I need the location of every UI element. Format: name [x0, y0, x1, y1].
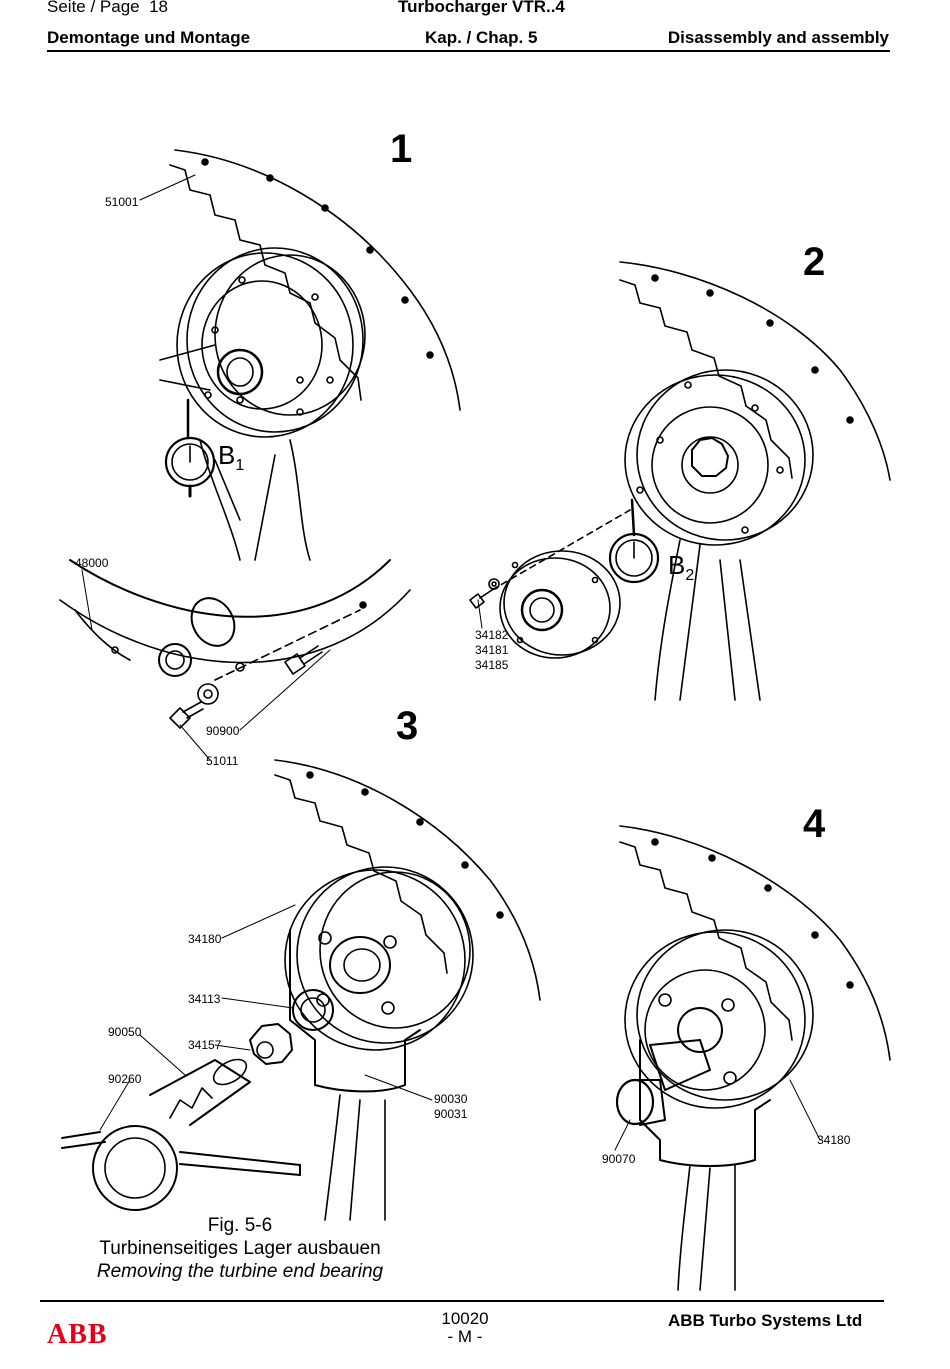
header-rule: [47, 50, 890, 52]
footer-rule: [40, 1300, 884, 1302]
part-label: 34181: [475, 643, 509, 657]
part-label: 34180: [817, 1133, 851, 1147]
part-label: 51001: [105, 195, 139, 209]
caption-german: Turbinenseitiges Lager ausbauen: [99, 1238, 381, 1259]
panel-4-drawing: [615, 825, 891, 1291]
step-number-1: 1: [390, 127, 413, 171]
revision-label: - M -: [447, 1327, 483, 1346]
figure-number: Fig. 5-6: [207, 1215, 273, 1236]
part-label: 90260: [108, 1072, 142, 1086]
part-label: 34185: [475, 658, 509, 672]
gauge-letter: B: [668, 550, 686, 580]
part-label: 90070: [602, 1152, 636, 1166]
step-number-2: 2: [803, 240, 826, 284]
part-label: 90030: [434, 1092, 468, 1106]
document-title: Turbocharger VTR..4: [398, 0, 565, 16]
gauge-subscript: 1: [235, 457, 245, 475]
gauge-label-b1: B1: [218, 440, 244, 475]
part-label: 34182: [475, 628, 509, 642]
panel-2-drawing: [469, 261, 891, 701]
abb-logo: ABB: [47, 1319, 108, 1350]
caption-english: Removing the turbine end bearing: [96, 1261, 384, 1282]
section-left: Demontage und Montage: [47, 28, 251, 47]
chapter-label: Kap. / Chap. 5: [425, 28, 538, 47]
section-right: Disassembly and assembly: [667, 28, 889, 47]
doc-number: 10020: [441, 1309, 489, 1328]
part-label: 34180: [188, 932, 222, 946]
part-label: 34113: [188, 992, 221, 1006]
step-number-4: 4: [803, 802, 826, 846]
company-name: ABB Turbo Systems Ltd: [668, 1311, 863, 1330]
figure-caption: Fig. 5-6 Turbinenseitiges Lager ausbauen…: [70, 1214, 410, 1283]
part-label: 90050: [108, 1025, 142, 1039]
part-label: 48000: [75, 556, 109, 570]
gauge-subscript: 2: [685, 567, 695, 585]
page-label: Seite / Page 18: [47, 0, 168, 17]
part-label: 51011: [206, 754, 239, 768]
part-label: 90900: [206, 724, 240, 738]
panel-1-drawing: [59, 149, 461, 729]
part-label: 90031: [434, 1107, 468, 1121]
page-label-text: Seite / Page: [47, 0, 140, 16]
leader-lines: [81, 174, 821, 1151]
gauge-label-b2: B2: [668, 550, 694, 585]
gauge-letter: B: [218, 440, 236, 470]
part-label: 34157: [188, 1038, 222, 1052]
page-number: 18: [149, 0, 168, 16]
step-number-3: 3: [396, 704, 419, 748]
panel-3-drawing: [61, 759, 541, 1221]
